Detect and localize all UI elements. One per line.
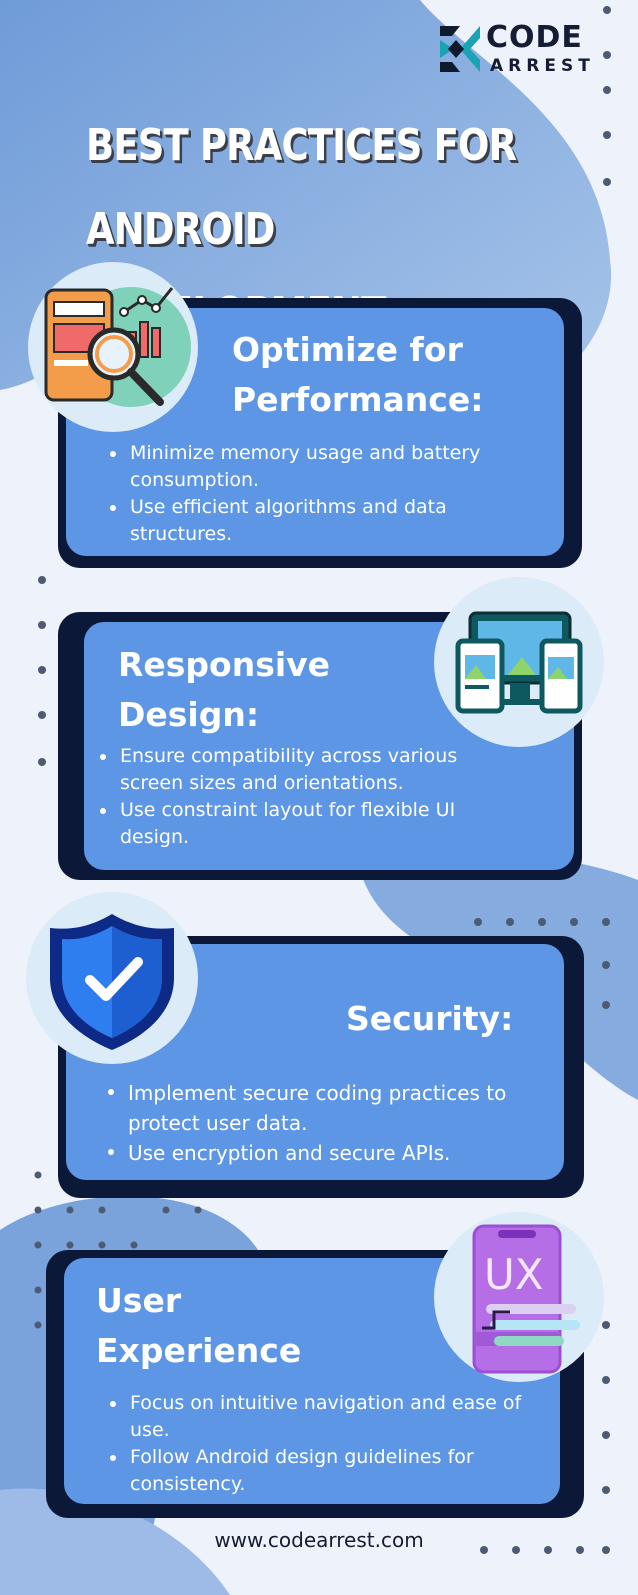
- list-item: Minimize memory usage and battery consum…: [108, 440, 518, 494]
- list-item: Use constraint layout for flexible UI de…: [98, 797, 518, 851]
- ux-card-title: User Experience: [96, 1281, 302, 1370]
- list-item: Use efficient algorithms and data struct…: [108, 494, 518, 548]
- security-shield-icon: [50, 914, 174, 1050]
- security-bullet-list: Implement secure coding practices to pro…: [106, 1078, 536, 1168]
- brand-name-line1: CODE: [486, 20, 583, 55]
- list-item: Implement secure coding practices to pro…: [106, 1078, 536, 1138]
- list-item: Ensure compatibility across various scre…: [98, 743, 518, 797]
- performance-card-title: Optimize for Performance:: [232, 330, 484, 419]
- performance-analytics-icon: [44, 287, 191, 407]
- performance-icon-circle: [28, 262, 198, 432]
- responsive-bullet-list: Ensure compatibility across various scre…: [98, 743, 518, 851]
- ux-phone-icon: [472, 1224, 580, 1374]
- performance-bullet-list: Minimize memory usage and battery consum…: [108, 440, 518, 548]
- security-card: [58, 936, 584, 1198]
- responsive-icon-circle: [434, 577, 604, 747]
- list-item: Follow Android design guidelines for con…: [108, 1444, 548, 1498]
- ux-icon-circle: UX: [434, 1212, 604, 1382]
- brand-name-line2: ARREST: [490, 56, 595, 76]
- responsive-card: [58, 612, 582, 880]
- responsive-card-title: Responsive Design:: [118, 645, 331, 734]
- list-item: Use encryption and secure APIs.: [106, 1138, 536, 1168]
- code-arrest-logo-icon: [440, 26, 480, 72]
- page-title-line1: BEST PRACTICES FOR: [86, 120, 517, 171]
- security-card-title: Security:: [346, 999, 514, 1038]
- list-item: Focus on intuitive navigation and ease o…: [108, 1390, 548, 1444]
- ux-bullet-list: Focus on intuitive navigation and ease o…: [108, 1390, 548, 1498]
- responsive-devices-icon: [455, 611, 583, 714]
- website-url[interactable]: www.codearrest.com: [214, 1528, 424, 1552]
- ux-icon-label: UX: [484, 1250, 544, 1299]
- brand-logo: CODE ARREST: [438, 20, 608, 80]
- security-icon-circle: [26, 892, 198, 1064]
